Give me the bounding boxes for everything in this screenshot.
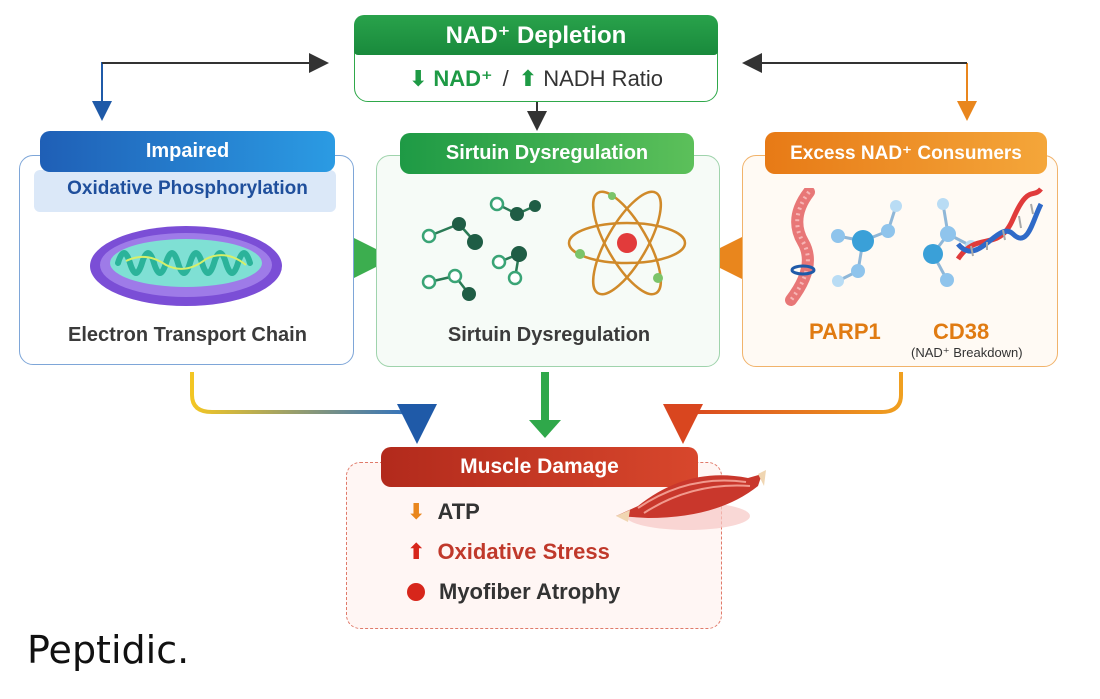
protein-strand-icon: [785, 188, 816, 306]
oxphos-subtitle: Oxidative Phosphorylation: [67, 178, 308, 199]
parp-molecule-icon: [831, 200, 902, 287]
ratio-separator: /: [502, 66, 509, 91]
nad-depletion-box: NAD⁺ Depletion ⬇ NAD⁺ / ⬆ NADH Ratio: [354, 15, 718, 102]
impaired-header: Impaired: [40, 131, 335, 172]
oxidative-stress-row: ⬆ Oxidative Stress: [407, 539, 610, 565]
up-arrow-icon: ⬆: [407, 539, 426, 564]
nad-depletion-title: NAD⁺ Depletion: [445, 21, 627, 49]
muscle-damage-title: Muscle Damage: [460, 455, 619, 478]
atp-row: ⬇ ATP: [407, 499, 480, 525]
sirtuin-header: Sirtuin Dysregulation: [400, 133, 694, 174]
muscle-fiber-icon: [616, 470, 766, 530]
nad-ratio-line: ⬇ NAD⁺ / ⬆ NADH Ratio: [355, 62, 717, 96]
red-dot-icon: [407, 583, 425, 601]
atp-label: ATP: [437, 499, 480, 524]
atom-icon: [567, 190, 687, 296]
etc-caption: Electron Transport Chain: [68, 324, 307, 346]
down-arrow-icon: ⬇: [408, 66, 428, 91]
nadh-ratio-label: NADH Ratio: [543, 66, 664, 91]
sirtuin-title: Sirtuin Dysregulation: [445, 142, 649, 164]
mitochondrion-icon: [90, 226, 282, 306]
nad-label: NAD⁺: [433, 66, 493, 91]
myofiber-atrophy-row: Myofiber Atrophy: [407, 579, 620, 605]
down-arrow-icon: ⬇: [407, 499, 426, 524]
sirtuin-box: Sirtuin Dysregulation: [376, 155, 720, 367]
sirtuin-caption: Sirtuin Dysregulation: [447, 324, 651, 346]
brand-logo: Peptidic.: [27, 628, 190, 672]
cd38-label: CD38: [933, 319, 990, 344]
dna-helix-icon: [955, 187, 1043, 261]
muscle-damage-box: ⬇ ATP ⬆ Oxidative Stress Myofiber Atroph…: [346, 462, 722, 629]
muscle-damage-header: Muscle Damage: [381, 447, 698, 487]
oxidative-stress-label: Oxidative Stress: [437, 539, 610, 564]
up-arrow-icon: ⬆: [518, 66, 538, 91]
impaired-oxphos-box: Oxidative Phosphorylation Electron Trans…: [19, 155, 354, 365]
nad-depletion-header: NAD⁺ Depletion: [354, 15, 718, 55]
myofiber-atrophy-label: Myofiber Atrophy: [439, 579, 621, 604]
oxphos-subtitle-band: [34, 170, 336, 212]
parp1-label: PARP1: [809, 319, 881, 344]
nad-consumers-header: Excess NAD⁺ Consumers: [765, 132, 1047, 174]
nad-consumers-title: Excess NAD⁺ Consumers: [790, 142, 1022, 164]
molecule-network-icon: [421, 196, 541, 301]
cd38-note: (NAD⁺ Breakdown): [911, 345, 1023, 360]
nad-consumers-box: PARP1 CD38 (NAD⁺ Breakdown): [742, 155, 1058, 367]
impaired-title: Impaired: [145, 140, 230, 162]
